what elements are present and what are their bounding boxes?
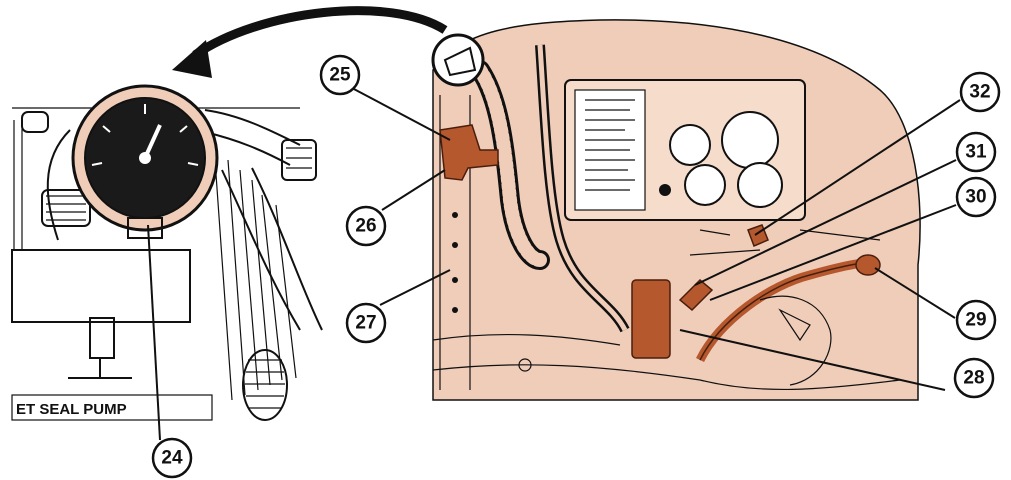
gauge-detail-view: ET SEAL PUMP [10, 84, 323, 421]
part-30-31-connector [678, 278, 714, 312]
part-25-26-fitting [439, 124, 499, 181]
callout-25: 25 [319, 54, 361, 96]
callout-31: 31 [955, 131, 997, 173]
callout-30-label: 30 [965, 187, 986, 208]
callout-25-label: 25 [329, 65, 351, 86]
gauge-bottom-right [737, 162, 783, 208]
left-nut [21, 111, 49, 133]
callout-24: 24 [151, 437, 193, 479]
hose-clamp-left [41, 189, 91, 227]
gauge-mount [127, 217, 163, 239]
callout-32: 32 [959, 71, 1001, 113]
gauge-left [669, 124, 711, 166]
reference-arrow [172, 6, 448, 78]
callout-26-label: 26 [355, 216, 376, 237]
callout-27: 27 [345, 302, 387, 344]
label-lines [585, 99, 635, 191]
part-28-component [631, 279, 671, 359]
manifold-block [11, 249, 191, 323]
gauge-right [721, 111, 779, 169]
valve-stem [89, 317, 115, 359]
callout-29-label: 29 [965, 310, 986, 331]
pump-plate-label: ET SEAL PUMP [16, 401, 127, 418]
detail-circle [431, 33, 485, 87]
callout-26: 26 [345, 205, 387, 247]
callout-27-label: 27 [355, 313, 376, 334]
part-29-terminal [855, 254, 881, 276]
gauge-bottom-left [684, 164, 726, 206]
callout-28: 28 [953, 357, 995, 399]
callout-31-label: 31 [965, 142, 987, 163]
hose-clamp-lower [242, 349, 288, 421]
callout-32-label: 32 [969, 82, 990, 103]
frame-hatching [13, 120, 297, 401]
lower-machinery [432, 229, 901, 391]
hose-fitting [281, 139, 317, 181]
gauge-ticks [91, 104, 199, 166]
callout-leaders [147, 87, 961, 441]
callout-24-label: 24 [161, 448, 183, 469]
callout-30: 30 [955, 176, 997, 218]
callout-28-label: 28 [963, 368, 984, 389]
compartment-view [431, 19, 921, 401]
gauge-needle [143, 124, 162, 159]
callout-29: 29 [955, 299, 997, 341]
